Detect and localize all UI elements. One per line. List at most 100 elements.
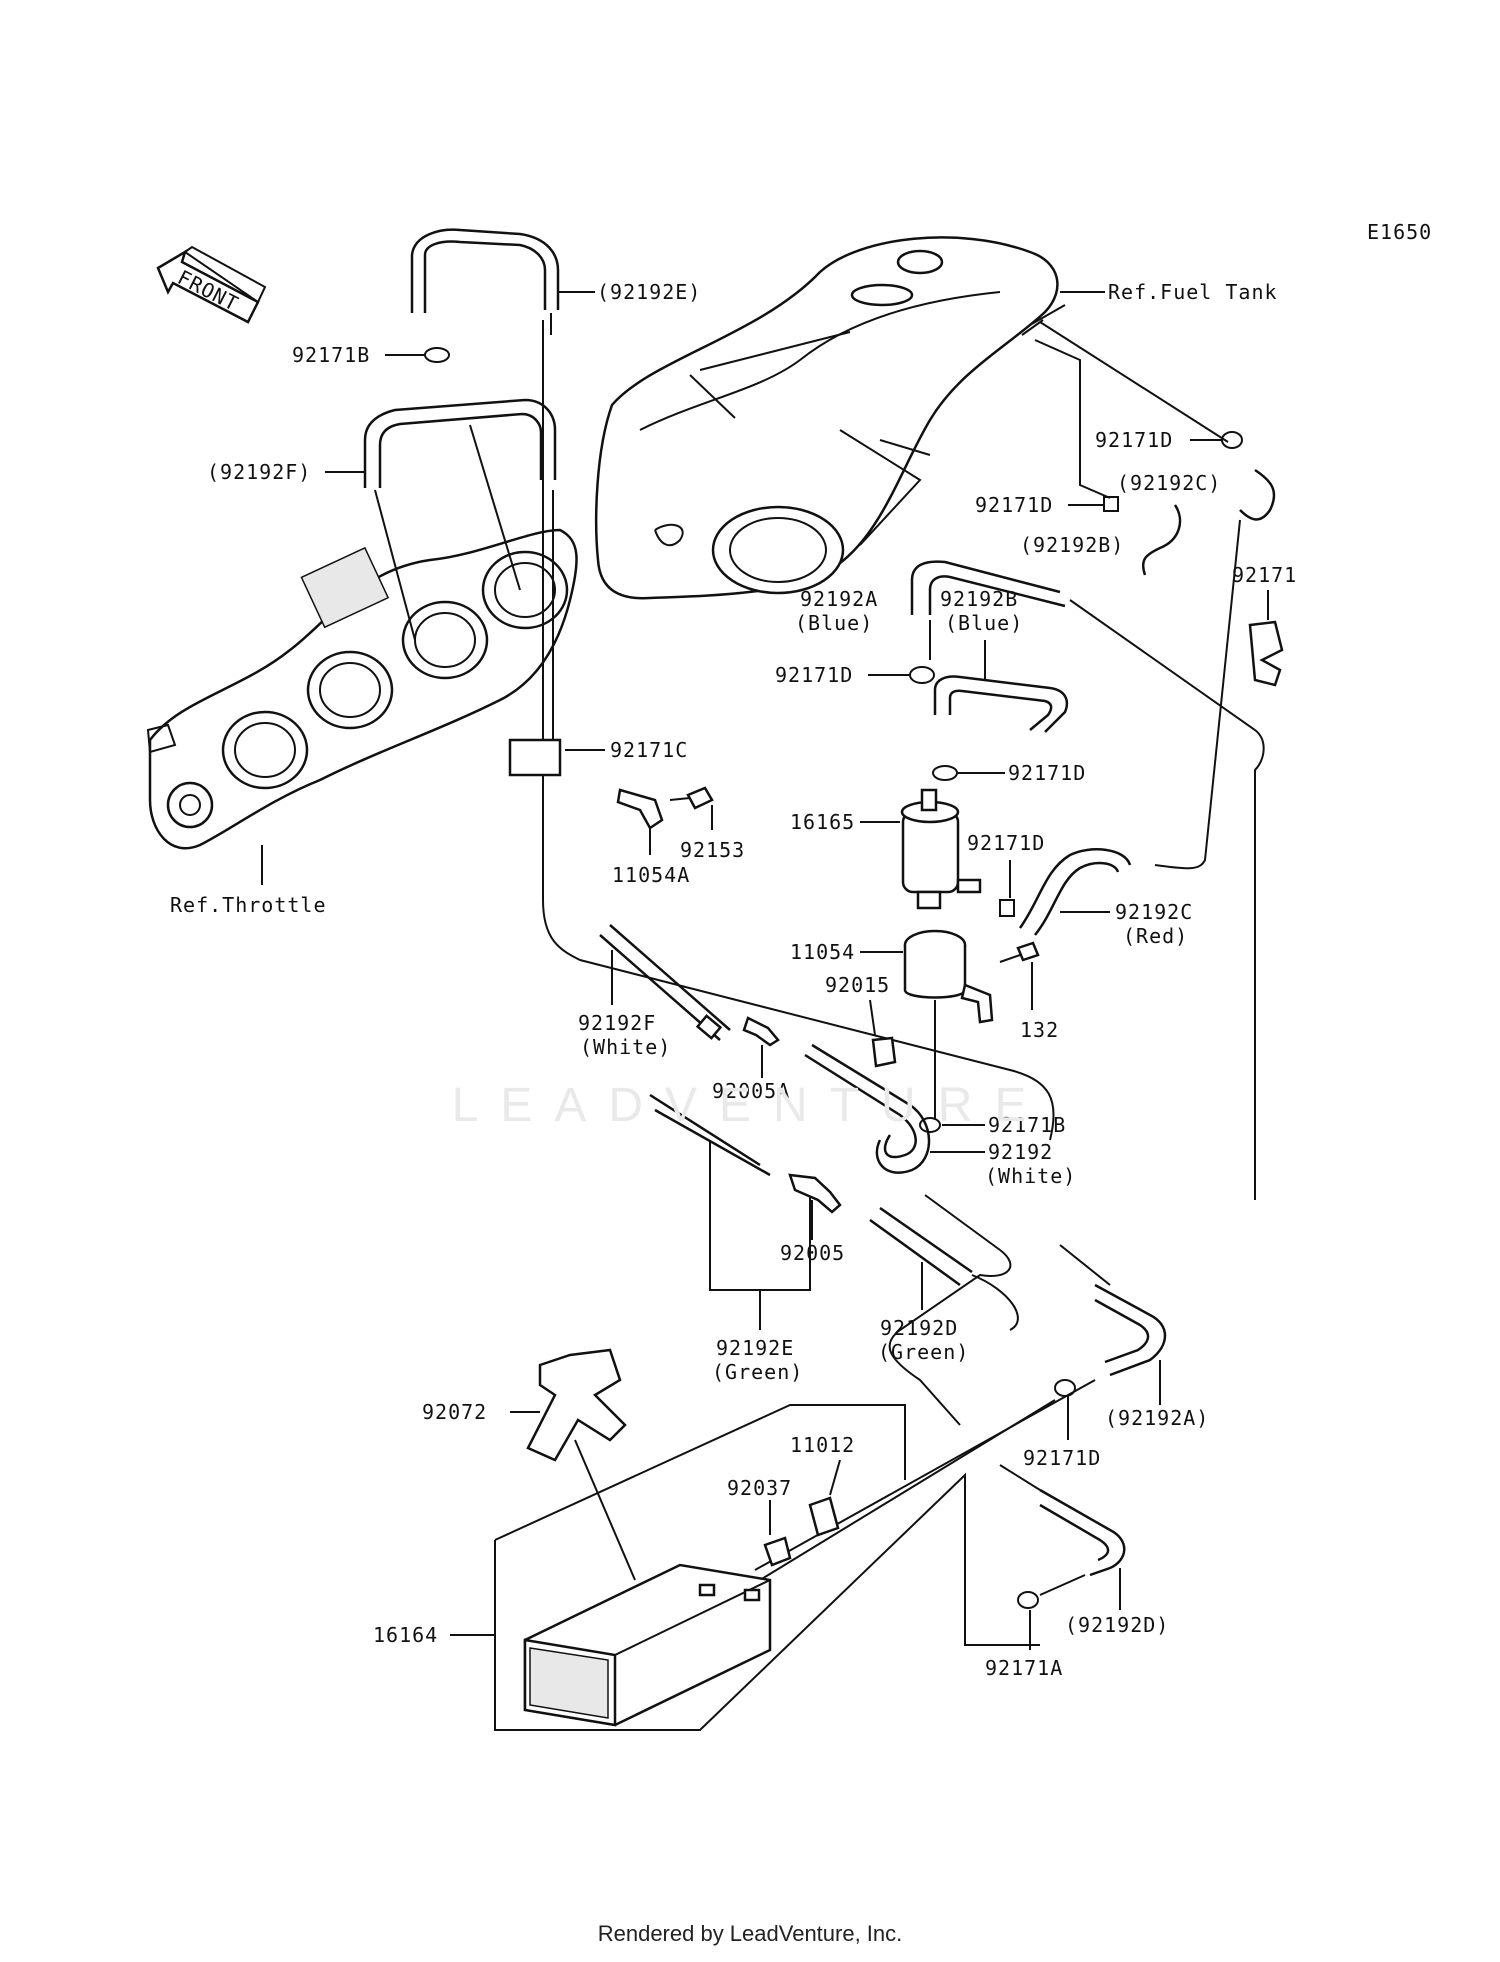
vent-line-right-c — [1154, 519, 1241, 870]
fitting-92037-icon — [763, 1536, 792, 1567]
label-92192e-green: 92192E — [716, 1336, 794, 1360]
leader-92015 — [869, 999, 876, 1036]
label-92192c-red: 92192C — [1115, 900, 1193, 924]
fuel-filter-16165 — [900, 788, 982, 910]
hose-92192a-lower-inner — [1094, 1298, 1150, 1364]
vent-line-tank-b — [1034, 339, 1111, 499]
label-11054: 11054 — [790, 940, 855, 964]
hose-92192b-blue — [933, 675, 1069, 733]
bracket-16164-top — [494, 1404, 906, 1541]
footer-credit: Rendered by LeadVenture, Inc. — [597, 1921, 903, 1946]
label-16165: 16165 — [790, 810, 855, 834]
hose-92192d-lower — [1039, 1488, 1126, 1577]
fitting-92005-icon — [788, 1173, 842, 1214]
clip-92171d-b-icon — [1103, 496, 1119, 512]
label-92153: 92153 — [680, 838, 745, 862]
label-92192b-blue: 92192B — [940, 587, 1018, 611]
bolt-92153-shaft — [669, 797, 691, 801]
hose-92192d-green — [869, 1218, 961, 1287]
label-92192f-white: 92192F — [578, 1011, 656, 1035]
ref-throttle: Ref.Throttle — [170, 893, 327, 917]
label-92192-white-color: (White) — [985, 1164, 1076, 1188]
bracket-92072-icon — [526, 1348, 627, 1462]
hose-92192e-top-outer — [410, 228, 560, 313]
label-92192c-top: (92192C) — [1117, 471, 1221, 495]
diagram-code: E1650 — [1367, 220, 1432, 244]
label-92171d-c: 92171D — [775, 663, 853, 687]
vent-line-tank-a — [1039, 321, 1229, 443]
label-92192e-top: (92192E) — [597, 280, 701, 304]
hose-92192a-blue-inner — [928, 575, 1066, 615]
bolt-132-shaft — [999, 954, 1021, 963]
hose-92192e-green-lower — [654, 1108, 771, 1177]
label-92192e-green-color: (Green) — [712, 1360, 803, 1384]
label-92171: 92171 — [1232, 563, 1297, 587]
label-132: 132 — [1020, 1018, 1059, 1042]
watermark: LEADVENTURE — [451, 1079, 1049, 1132]
hose-92192e-green — [649, 1093, 761, 1167]
hose-92192c-top — [1239, 468, 1276, 521]
bolt-132-icon — [1016, 941, 1040, 962]
hose-92192a-blue — [910, 560, 1061, 615]
spacer-11012-icon — [808, 1496, 840, 1537]
label-92192c-red-color: (Red) — [1123, 924, 1188, 948]
label-92192f-top: (92192F) — [207, 460, 311, 484]
hose-92192f-white-end — [695, 1014, 723, 1040]
hose-92192-white — [804, 1053, 917, 1159]
vent-line-green-loop — [888, 1194, 1012, 1426]
label-92192a-paren: (92192A) — [1105, 1406, 1209, 1430]
hose-92192e-top — [423, 240, 547, 313]
hose-92192f-white-top — [609, 924, 731, 1031]
leader-11012 — [829, 1459, 841, 1496]
label-92171a: 92171A — [985, 1656, 1063, 1680]
hose-92192c-red — [1018, 848, 1132, 929]
fitting-92005a-icon — [742, 1016, 780, 1047]
label-92192d-green-color: (Green) — [878, 1340, 969, 1364]
clip-92171c-icon — [508, 738, 562, 777]
label-92171b-bottom: 92171B — [988, 1113, 1066, 1137]
vent-line-92192a — [1059, 1244, 1111, 1286]
label-92171d-f: 92171D — [1023, 1446, 1101, 1470]
ref-fuel-tank: Ref.Fuel Tank — [1108, 280, 1278, 304]
hose-92192-white-outer — [811, 1043, 931, 1174]
bolt-92153-icon — [686, 786, 714, 810]
clamp-11054 — [903, 929, 994, 1024]
spacer-92015-icon — [871, 1036, 897, 1068]
label-92192d-green: 92192D — [880, 1316, 958, 1340]
label-92192f-white-color: (White) — [580, 1035, 671, 1059]
label-92171d-d: 92171D — [1008, 761, 1086, 785]
hose-92192f-top-inner — [378, 412, 543, 488]
label-92171c: 92171C — [610, 738, 688, 762]
label-92171b-top: 92171B — [292, 343, 370, 367]
label-92015: 92015 — [825, 973, 890, 997]
clip-92171b-bottom-icon — [919, 1117, 941, 1133]
hose-92192c-red-inner — [1034, 861, 1120, 936]
label-92192b-top: (92192B) — [1020, 533, 1124, 557]
leader-92192f-throttle-b — [374, 489, 416, 641]
leader-92072-to-canister — [574, 1439, 636, 1581]
label-11012: 11012 — [790, 1433, 855, 1457]
hose-92192d-green-tail — [971, 1274, 1019, 1331]
hose-92192d-green-upper — [879, 1206, 973, 1274]
hose-92192a-lower — [1094, 1283, 1167, 1377]
vent-line-right-long — [1069, 599, 1265, 1200]
label-92005a: 92005A — [712, 1079, 790, 1103]
label-92072: 92072 — [422, 1400, 487, 1424]
label-11054a: 11054A — [612, 863, 690, 887]
label-92037: 92037 — [727, 1476, 792, 1500]
vent-line-canister-b — [759, 1399, 1056, 1581]
clip-92171d-e-icon — [999, 899, 1015, 917]
bracket-16164-bottom — [494, 1472, 1040, 1731]
clip-92171-icon — [1248, 620, 1284, 687]
vent-line-92192d — [999, 1464, 1041, 1491]
front-arrow-icon: FRONT — [156, 245, 267, 324]
vent-line-canister-a — [754, 1379, 1096, 1571]
clip-92171a-hose-link — [1039, 1574, 1086, 1596]
label-92192d-paren: (92192D) — [1065, 1613, 1169, 1637]
fuel-tank — [594, 236, 1066, 600]
clip-92171d-c-icon — [909, 666, 935, 684]
leader-92192e-green-bracket — [709, 1140, 811, 1291]
throttle-body-assembly — [146, 528, 578, 850]
label-92192b-blue-color: (Blue) — [945, 611, 1023, 635]
